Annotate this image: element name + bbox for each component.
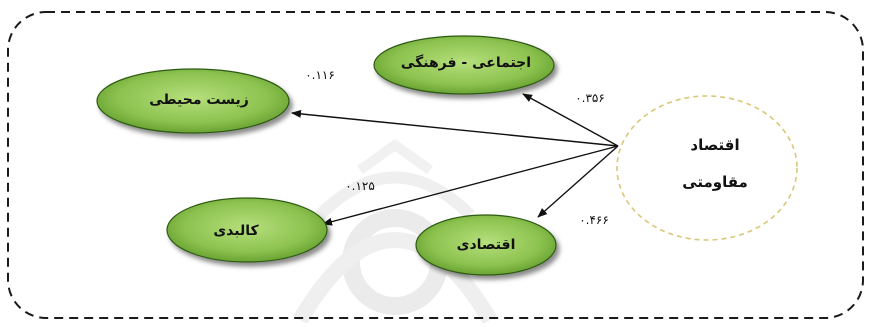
node-physical bbox=[166, 197, 328, 263]
arrow-social-cultural bbox=[522, 93, 619, 147]
center-node bbox=[616, 95, 798, 241]
arrow-physical bbox=[322, 145, 619, 226]
node-economic bbox=[415, 214, 557, 276]
node-social-cultural bbox=[373, 35, 555, 95]
node-environmental bbox=[96, 68, 290, 134]
arrow-environmental bbox=[291, 109, 619, 147]
dashed-frame bbox=[7, 11, 864, 319]
arrow-economic bbox=[537, 145, 619, 218]
